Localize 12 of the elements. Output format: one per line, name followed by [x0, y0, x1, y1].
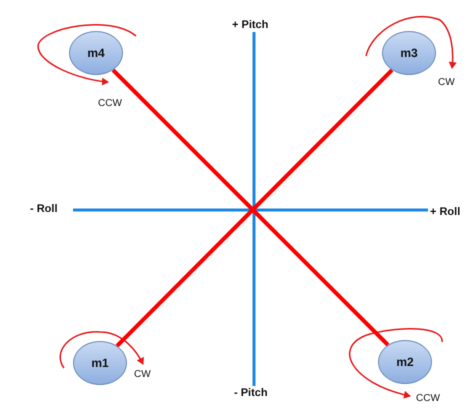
rotation-label: CCW — [98, 98, 122, 109]
axis-label: + Pitch — [232, 19, 268, 31]
axis-label: - Roll — [30, 203, 58, 215]
motor-node: m2 — [378, 340, 432, 384]
motor-node: m4 — [69, 31, 123, 75]
axis-label: - Pitch — [234, 387, 268, 399]
axis-label: + Roll — [430, 206, 460, 218]
rotation-label: CW — [134, 369, 151, 380]
motor-node: m1 — [73, 341, 127, 385]
motor-node: m3 — [382, 31, 436, 75]
rotation-label: CW — [438, 77, 455, 88]
rotation-label: CCW — [416, 393, 440, 404]
